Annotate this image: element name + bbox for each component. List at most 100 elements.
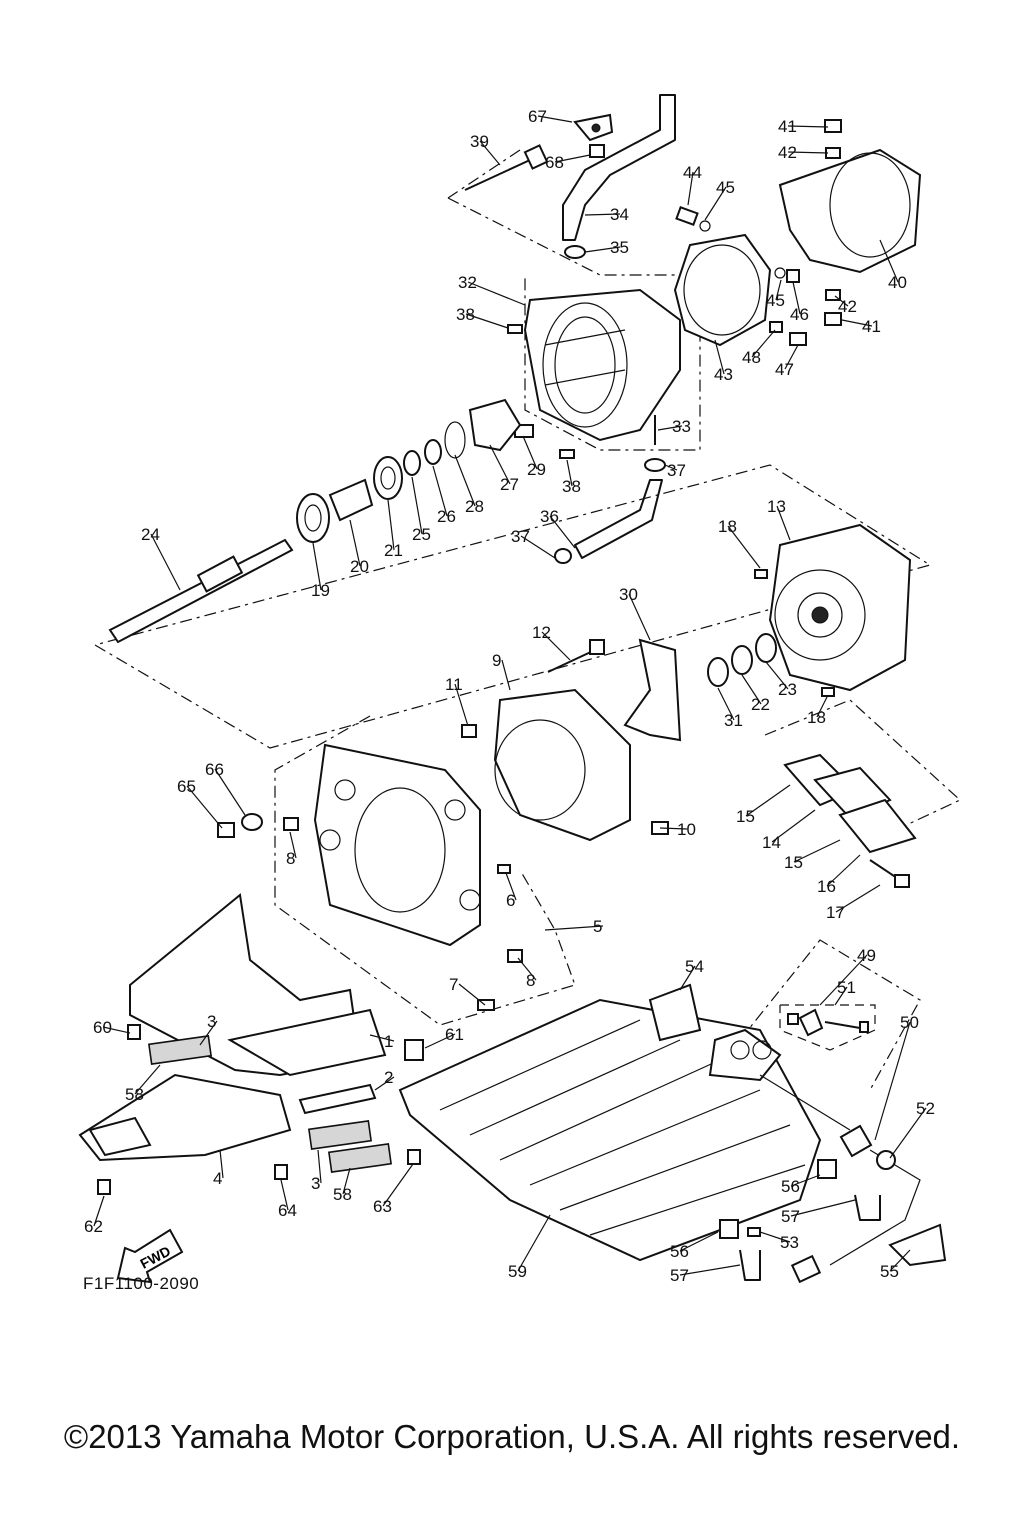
leader-line-38 xyxy=(465,313,509,329)
leader-line-48 xyxy=(751,329,776,358)
leader-line-5 xyxy=(544,925,604,931)
callout-38: 38 xyxy=(456,305,475,324)
drive-shaft xyxy=(108,421,466,644)
leader-line-52 xyxy=(889,1107,927,1159)
callout-25: 25 xyxy=(412,525,431,544)
callout-17: 17 xyxy=(826,903,845,922)
leader-line-37 xyxy=(520,535,556,559)
callout-24: 24 xyxy=(141,525,160,544)
callout-12: 12 xyxy=(532,623,551,642)
callout-6: 6 xyxy=(506,891,515,910)
leader-line-41 xyxy=(787,125,829,128)
leader-line-23 xyxy=(765,661,789,690)
callout-46: 46 xyxy=(790,305,809,324)
callout-68: 68 xyxy=(545,153,564,172)
figure-code: F1F1100-2090 xyxy=(83,1274,200,1293)
callout-15: 15 xyxy=(736,807,755,826)
leader-line-42 xyxy=(834,295,849,307)
callout-41: 41 xyxy=(862,317,881,336)
callout-59: 59 xyxy=(508,1262,527,1281)
mounts-left xyxy=(78,893,424,1195)
callout-18: 18 xyxy=(807,708,826,727)
callout-20: 20 xyxy=(350,557,369,576)
callout-47: 47 xyxy=(775,360,794,379)
callout-50: 50 xyxy=(900,1013,919,1032)
leader-line-45 xyxy=(704,186,727,221)
callout-10: 10 xyxy=(677,820,696,839)
leader-line-58 xyxy=(134,1064,161,1095)
leader-lines xyxy=(93,115,927,1276)
callout-4: 4 xyxy=(213,1169,222,1188)
callout-2: 2 xyxy=(384,1068,393,1087)
callout-28: 28 xyxy=(465,497,484,516)
leader-line-2 xyxy=(374,1076,395,1091)
leader-line-11 xyxy=(454,683,469,727)
callout-21: 21 xyxy=(384,541,403,560)
leader-line-18 xyxy=(727,525,761,569)
leader-line-65 xyxy=(186,785,223,829)
leader-line-3 xyxy=(317,1149,322,1184)
callout-3: 3 xyxy=(311,1174,320,1193)
leader-line-33 xyxy=(657,425,683,431)
callout-57: 57 xyxy=(781,1207,800,1226)
callout-27: 27 xyxy=(500,475,519,494)
leader-line-45 xyxy=(775,279,782,301)
leader-line-1 xyxy=(369,1034,395,1042)
leader-line-3 xyxy=(199,1020,218,1046)
callout-29: 29 xyxy=(527,460,546,479)
callout-38: 38 xyxy=(562,477,581,496)
leader-line-38 xyxy=(566,459,573,487)
leader-line-16 xyxy=(826,854,861,887)
callout-53: 53 xyxy=(780,1233,799,1252)
callout-42: 42 xyxy=(778,143,797,162)
leader-line-32 xyxy=(467,281,526,306)
callout-34: 34 xyxy=(610,205,629,224)
leader-line-14 xyxy=(771,809,816,843)
impeller-housing xyxy=(547,523,912,742)
leader-line-13 xyxy=(776,505,791,541)
callout-45: 45 xyxy=(766,291,785,310)
leader-line-35 xyxy=(584,246,621,253)
leader-line-6 xyxy=(505,872,517,901)
leader-line-67 xyxy=(537,115,573,123)
callout-8: 8 xyxy=(526,971,535,990)
leader-line-46 xyxy=(792,281,801,315)
leader-line-55 xyxy=(889,1249,911,1272)
callout-58: 58 xyxy=(125,1085,144,1104)
leader-line-61 xyxy=(424,1033,456,1049)
callout-64: 64 xyxy=(278,1201,297,1220)
leader-line-7 xyxy=(458,983,486,1006)
callout-40: 40 xyxy=(888,273,907,292)
callout-63: 63 xyxy=(373,1197,392,1216)
leader-line-25 xyxy=(411,476,423,535)
callout-65: 65 xyxy=(177,777,196,796)
callout-51: 51 xyxy=(837,978,856,997)
leader-line-56 xyxy=(679,1231,719,1252)
callout-18: 18 xyxy=(718,517,737,536)
callout-48: 48 xyxy=(742,348,761,367)
leader-line-27 xyxy=(489,444,511,485)
leader-line-21 xyxy=(387,499,395,551)
callout-35: 35 xyxy=(610,238,629,257)
leader-line-43 xyxy=(714,339,725,375)
intake-duct xyxy=(217,688,669,1011)
leader-line-47 xyxy=(784,344,799,370)
leader-line-8 xyxy=(517,957,537,981)
callout-61: 61 xyxy=(445,1025,464,1044)
callout-30: 30 xyxy=(619,585,638,604)
leader-line-63 xyxy=(382,1163,414,1207)
callout-44: 44 xyxy=(683,163,702,182)
callout-33: 33 xyxy=(672,417,691,436)
leader-line-10 xyxy=(659,827,688,830)
callout-55: 55 xyxy=(880,1262,899,1281)
leader-line-19 xyxy=(312,542,322,591)
leader-line-31 xyxy=(717,687,735,721)
leader-line-53 xyxy=(759,1231,791,1243)
callout-37: 37 xyxy=(511,527,530,546)
leader-line-40 xyxy=(879,239,899,283)
callout-1: 1 xyxy=(384,1032,393,1051)
leader-line-30 xyxy=(628,593,651,641)
leader-line-15 xyxy=(793,839,841,863)
